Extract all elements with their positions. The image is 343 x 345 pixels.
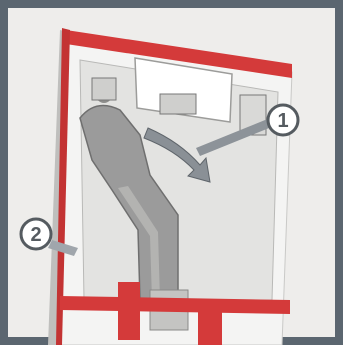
callout-2-label: 2 xyxy=(30,224,41,246)
frame-foot-left xyxy=(118,282,140,340)
valve-housing xyxy=(92,78,116,100)
callout-2-badge-icon: 2 xyxy=(21,219,51,249)
callout-1-label: 1 xyxy=(277,110,288,132)
frame-foot-right xyxy=(198,310,222,345)
callout-1-badge-icon: 1 xyxy=(268,105,298,135)
mechanism-block xyxy=(160,94,196,114)
